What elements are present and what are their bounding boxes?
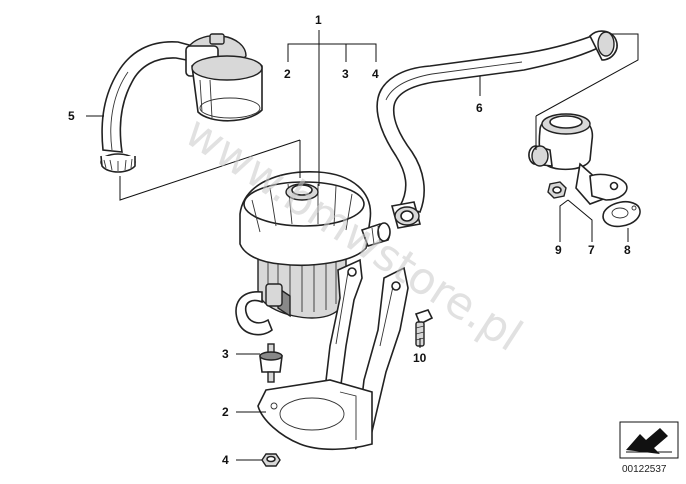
callout-1: 1 bbox=[315, 13, 322, 27]
watermark: www.bmwstore.pl bbox=[176, 106, 531, 361]
callout-2-top: 2 bbox=[284, 67, 291, 81]
check-valve-part-7 bbox=[528, 113, 628, 205]
gasket-part-8 bbox=[602, 200, 641, 228]
callout-3-top: 3 bbox=[342, 67, 349, 81]
leader-lines bbox=[86, 30, 639, 461]
nut-part-9 bbox=[547, 181, 567, 199]
rubber-mount-part-3 bbox=[259, 343, 283, 383]
callout-4-top: 4 bbox=[372, 67, 379, 81]
diagram-arrow-icon bbox=[619, 421, 679, 459]
callout-4-bottom: 4 bbox=[222, 453, 229, 467]
callout-8: 8 bbox=[624, 243, 631, 257]
callout-5: 5 bbox=[68, 109, 75, 123]
callout-3-bottom: 3 bbox=[222, 347, 229, 361]
callout-9: 9 bbox=[555, 243, 562, 257]
mounting-bracket-part-2 bbox=[257, 258, 409, 451]
document-id: 00122537 bbox=[622, 464, 667, 475]
callout-6: 6 bbox=[476, 101, 483, 115]
screw-part-10 bbox=[414, 309, 434, 347]
air-filter bbox=[185, 33, 263, 122]
callout-2-bottom: 2 bbox=[222, 405, 229, 419]
pressure-hose-part-6 bbox=[376, 30, 618, 229]
secondary-air-pump-part-1 bbox=[235, 171, 391, 336]
callout-7: 7 bbox=[588, 243, 595, 257]
callout-10: 10 bbox=[413, 351, 427, 365]
nut-part-4 bbox=[261, 453, 281, 467]
